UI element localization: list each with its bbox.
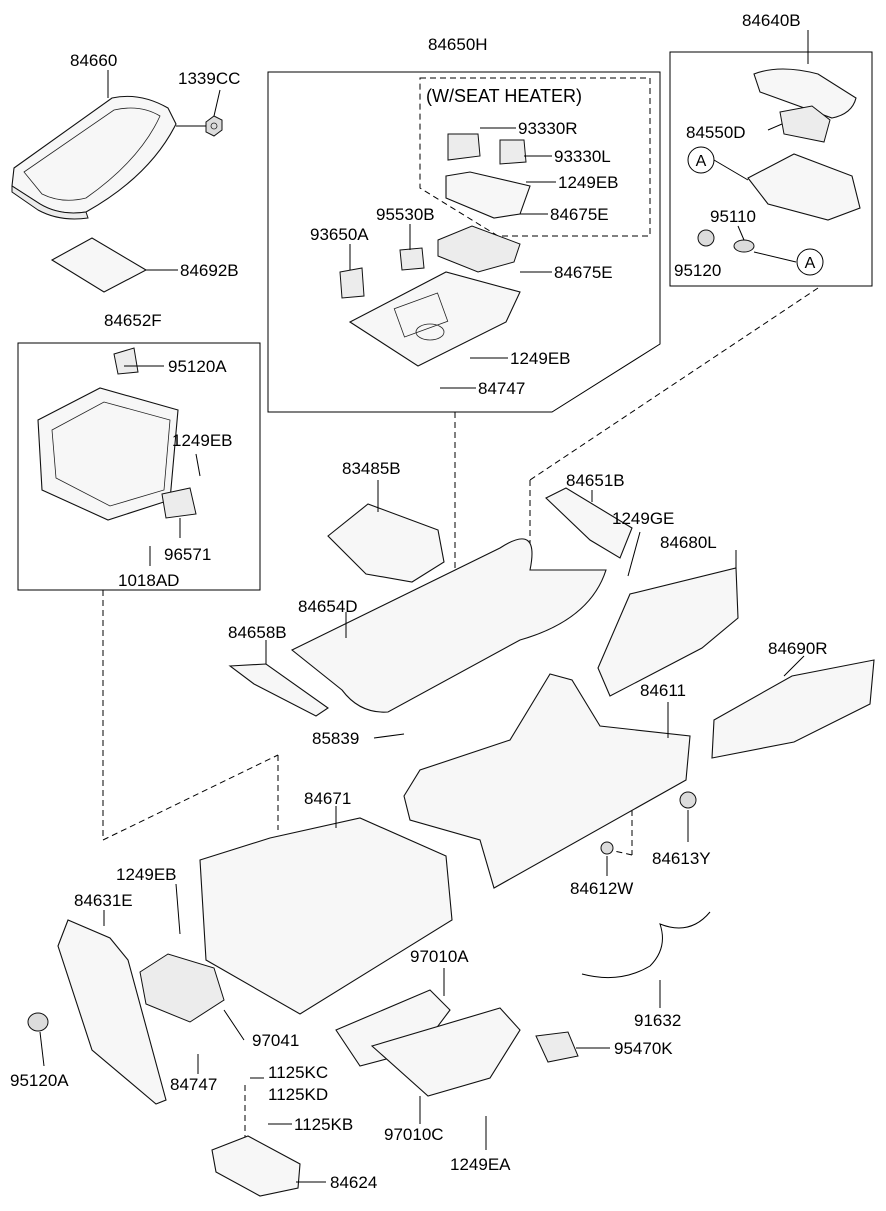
leader-lines: [39, 30, 809, 1183]
label-95120A: 95120A: [10, 1071, 69, 1090]
part-armrest-lid: [11, 95, 177, 220]
circle-marker-a-upper: A: [687, 146, 715, 174]
label-84631E: 84631E: [74, 891, 133, 910]
part-main-console: [403, 673, 691, 889]
label-84747: 84747: [170, 1075, 217, 1094]
label-84675E: 84675E: [550, 205, 609, 224]
box-84650H: [267, 71, 661, 413]
label-1339CC: 1339CC: [178, 69, 240, 88]
label-85839: 85839: [312, 729, 359, 748]
label-84650H: 84650H: [428, 35, 488, 54]
label-84654D: 84654D: [298, 597, 358, 616]
label-1125KB: 1125KB: [294, 1115, 353, 1134]
label-84675E: 84675E: [554, 263, 613, 282]
label-84624: 84624: [330, 1173, 377, 1192]
label-1125KD: 1125KD: [268, 1085, 328, 1104]
group-boxes: [17, 51, 873, 591]
part-rear-panel: [57, 919, 167, 1105]
part-number-labels: 84660 1339CC 84692B 84650H (W/SEAT HEATE…: [10, 11, 828, 1192]
part-switches: [339, 133, 531, 299]
part-tray-lower: [370, 1007, 521, 1097]
label-84690R: 84690R: [768, 639, 828, 658]
label-97010C: 97010C: [384, 1125, 444, 1144]
label-84680L: 84680L: [660, 533, 717, 552]
label-84660: 84660: [70, 51, 117, 70]
label-97041: 97041: [252, 1031, 299, 1050]
label-84747: 84747: [478, 379, 525, 398]
part-clip: [600, 841, 614, 855]
label-93330R: 93330R: [518, 119, 578, 138]
label-93330L: 93330L: [554, 147, 611, 166]
label-95530B: 95530B: [376, 205, 435, 224]
label-1249EB: 1249EB: [558, 173, 619, 192]
part-cup-holder-housing: [37, 347, 197, 521]
part-bracket: [211, 1135, 301, 1197]
label-1249EB: 1249EB: [116, 865, 177, 884]
part-lighter: [27, 1012, 49, 1032]
part-83485B: [327, 503, 445, 583]
part-side-panel-left: [597, 567, 739, 697]
label-1249GE: 1249GE: [612, 509, 674, 528]
label-84692B: 84692B: [180, 261, 239, 280]
label-83485B: 83485B: [342, 459, 401, 478]
part-mat: [50, 237, 148, 293]
part-nut: [205, 115, 223, 137]
part-side-panel-right: [711, 659, 875, 759]
label-84613Y: 84613Y: [652, 849, 711, 868]
circle-marker-label: A: [696, 153, 707, 170]
circle-marker-a-lower: A: [796, 248, 824, 276]
part-rear-console: [199, 817, 453, 1015]
part-console-lid-assembly: [697, 68, 861, 253]
label-91632: 91632: [634, 1011, 681, 1030]
part-84658B: [228, 663, 329, 717]
label-seat-heater-note: (W/SEAT HEATER): [426, 86, 582, 106]
label-84640B: 84640B: [742, 11, 801, 30]
label-1249EB: 1249EB: [510, 349, 571, 368]
label-84550D: 84550D: [686, 123, 746, 142]
part-upper-console: [290, 538, 607, 713]
label-95110: 95110: [710, 207, 756, 226]
label-84611: 84611: [640, 681, 686, 700]
label-97010A: 97010A: [410, 947, 469, 966]
label-93650A: 93650A: [310, 225, 369, 244]
box-seat-heater: [419, 77, 651, 237]
box-84652F: [17, 342, 261, 591]
label-1249EB: 1249EB: [172, 431, 233, 450]
label-84658B: 84658B: [228, 623, 287, 642]
label-95120: 95120: [674, 261, 721, 280]
label-1018AD: 1018AD: [118, 571, 179, 590]
label-95470K: 95470K: [614, 1039, 673, 1058]
label-84612W: 84612W: [570, 879, 633, 898]
label-95120A: 95120A: [168, 357, 227, 376]
box-84640B: [669, 51, 873, 287]
label-1125KC: 1125KC: [268, 1063, 328, 1082]
label-1249EA: 1249EA: [450, 1155, 511, 1174]
part-wiring-harness: [581, 911, 711, 979]
part-socket: [535, 1031, 579, 1063]
part-shifter-bezel: [348, 225, 521, 367]
label-96571: 96571: [164, 545, 211, 564]
label-84652F: 84652F: [104, 311, 162, 330]
part-vent: [139, 953, 225, 1023]
label-84651B: 84651B: [566, 471, 625, 490]
part-ring: [679, 791, 697, 809]
guide-lines: [102, 287, 819, 1140]
circle-marker-label: A: [805, 255, 816, 272]
part-84651B: [545, 487, 633, 559]
label-84671: 84671: [304, 789, 351, 808]
